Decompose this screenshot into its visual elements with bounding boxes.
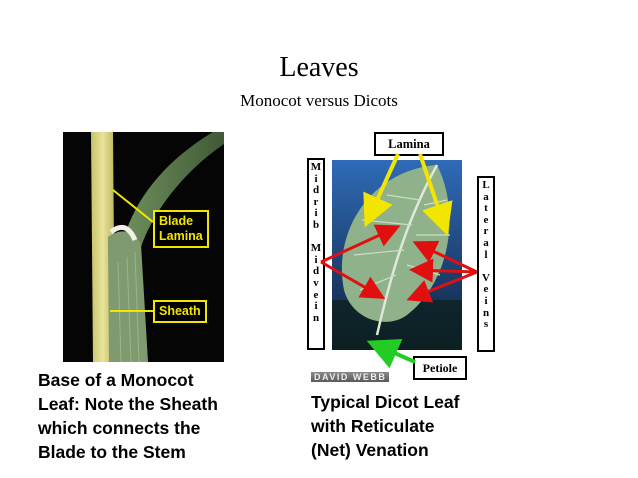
lamina-label-text: Lamina <box>159 229 203 243</box>
blade-lamina-label: Blade Lamina <box>153 210 209 248</box>
dicot-caption-line: with Reticulate <box>311 416 435 436</box>
slide-title: Leaves <box>279 52 359 83</box>
monocot-caption-line: which connects the <box>38 418 201 438</box>
sheath-label: Sheath <box>153 300 207 323</box>
monocot-caption-line: Base of a Monocot <box>38 370 194 390</box>
dicot-caption-line: (Net) Venation <box>311 440 429 460</box>
dicot-caption: Typical Dicot Leaf with Reticulate (Net)… <box>311 390 541 462</box>
monocot-caption-line: Blade to the Stem <box>38 442 186 462</box>
petiole-label: Petiole <box>413 356 467 380</box>
dicot-leaf-photo <box>332 160 462 350</box>
lamina-label: Lamina <box>374 132 444 156</box>
dicot-caption-line: Typical Dicot Leaf <box>311 392 460 412</box>
photo-credit: DAVID WEBB <box>311 372 390 382</box>
monocot-caption: Base of a Monocot Leaf: Note the Sheath … <box>38 368 278 464</box>
monocot-caption-line: Leaf: Note the Sheath <box>38 394 218 414</box>
blade-label-text: Blade <box>159 214 194 228</box>
slide-subtitle: Monocot versus Dicots <box>240 91 398 110</box>
